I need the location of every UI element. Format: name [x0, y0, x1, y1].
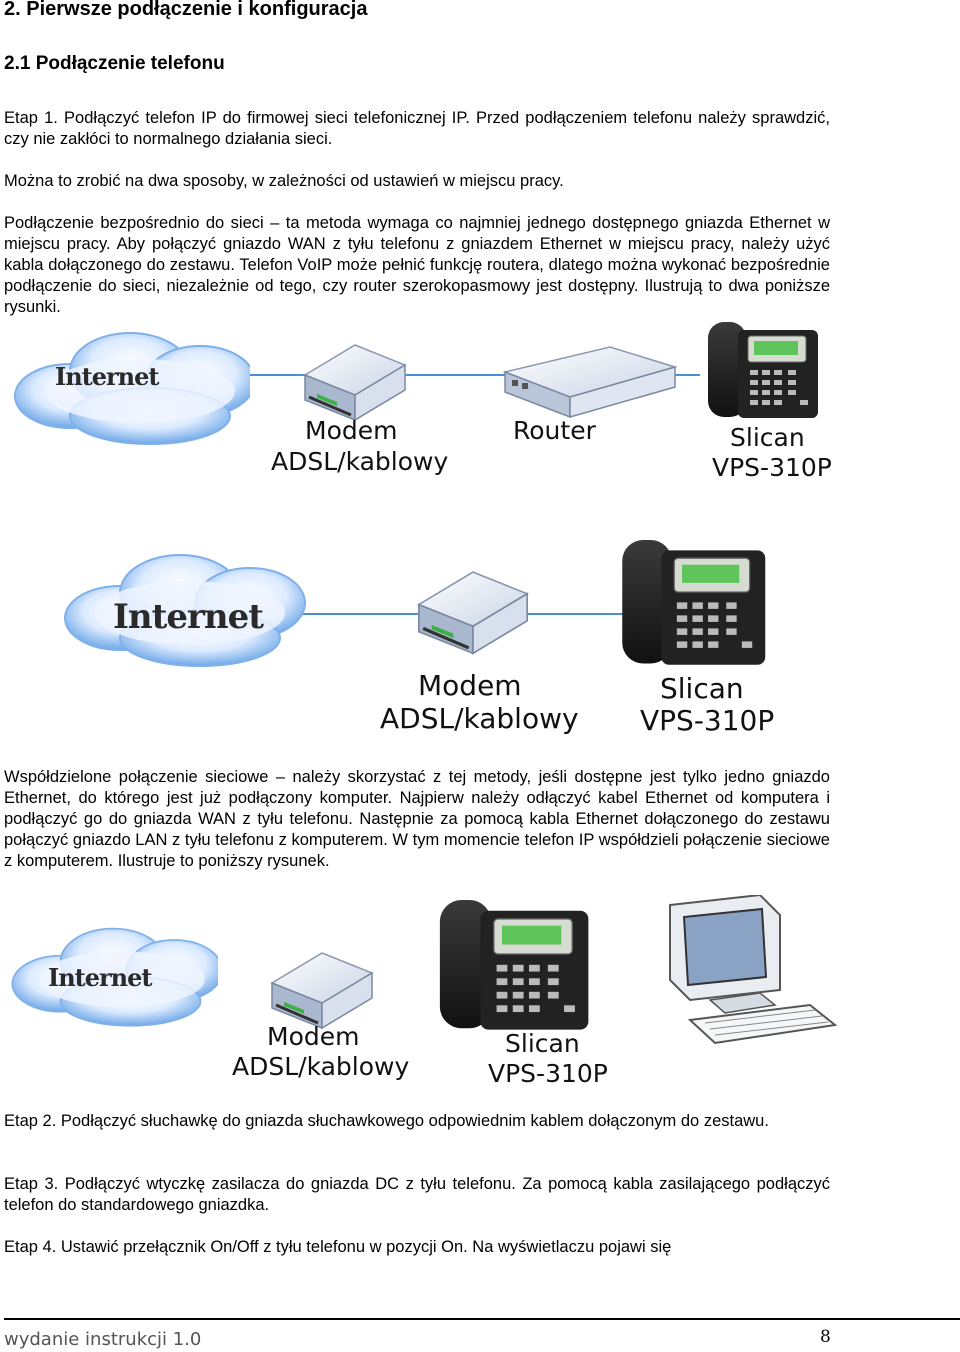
paragraph-step-4: Etap 4. Ustawić przełącznik On/Off z tył…: [4, 1238, 672, 1256]
phone-brand-label: Slican: [730, 423, 805, 452]
phone-brand-label: Slican: [505, 1029, 580, 1058]
phone-model-label: VPS-310P: [488, 1059, 608, 1088]
modem-label: Modem: [267, 1022, 360, 1051]
modem-type-label: ADSL/kablowy: [271, 447, 449, 476]
modem-label: Modem: [305, 416, 398, 445]
ip-phone-icon: [708, 322, 819, 419]
phone-model-label: VPS-310P: [712, 453, 832, 482]
modem-icon: [270, 951, 374, 1030]
paragraph-shared-connection: Współdzielone połączenie sieciowe – nale…: [4, 768, 830, 870]
cloud-label: Internet: [55, 362, 159, 391]
modem-icon: [303, 343, 407, 422]
modem-type-label: ADSL/kablowy: [380, 702, 579, 735]
subsection-heading: 2.1 Podłączenie telefonu: [4, 53, 225, 74]
paragraph-step-1: Etap 1. Podłączyć telefon IP do firmowej…: [4, 109, 830, 148]
modem-type-label: ADSL/kablowy: [232, 1052, 410, 1081]
ip-phone-icon: [622, 540, 766, 666]
network-cable-line: [190, 374, 700, 376]
section-heading: 2. Pierwsze podłączenie i konfiguracja: [4, 0, 368, 20]
footer-edition: wydanie instrukcji 1.0: [4, 1329, 202, 1350]
paragraph-direct-connection: Podłączenie bezpośrednio do sieci – ta m…: [4, 214, 830, 316]
phone-model-label: VPS-310P: [640, 704, 775, 737]
paragraph-step-2: Etap 2. Podłączyć słuchawkę do gniazda s…: [4, 1112, 769, 1130]
modem-label: Modem: [418, 669, 522, 702]
footer-divider: [4, 1318, 960, 1320]
router-label: Router: [513, 416, 596, 445]
cloud-label: Internet: [48, 963, 152, 992]
ip-phone-icon: [439, 900, 590, 1031]
phone-brand-label: Slican: [660, 672, 744, 705]
paragraph-two-ways: Można to zrobić na dwa sposoby, w zależn…: [4, 172, 564, 190]
computer-icon: [669, 895, 836, 1044]
paragraph-step-3: Etap 3. Podłączyć wtyczkę zasilacza do g…: [4, 1175, 830, 1214]
cloud-label: Internet: [113, 597, 264, 637]
router-icon: [504, 346, 676, 418]
page-number: 8: [820, 1327, 831, 1347]
modem-icon: [417, 570, 529, 655]
